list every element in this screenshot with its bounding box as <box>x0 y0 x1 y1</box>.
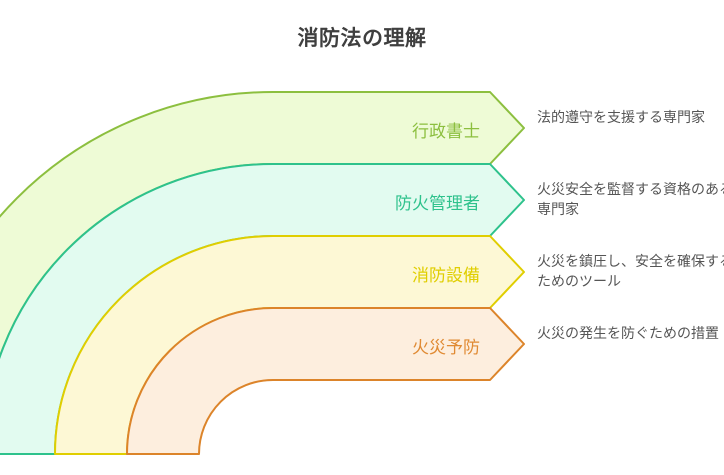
band-description-1: 火災安全を監督する資格のある専門家 <box>537 182 724 218</box>
band-label-0[interactable]: 行政書士 <box>412 122 480 142</box>
band-label-3[interactable]: 火災予防 <box>412 338 480 358</box>
band-description-0: 法的遵守を支援する専門家 <box>537 110 705 126</box>
band-description-2: 火災を鎮圧し、安全を確保するためのツール <box>537 254 724 290</box>
band-label-2[interactable]: 消防設備 <box>412 266 480 286</box>
page-title: 消防法の理解 <box>297 26 427 50</box>
band-label-1[interactable]: 防火管理者 <box>395 194 480 214</box>
funnel-band-3[interactable] <box>126 307 525 455</box>
band-description-3: 火災の発生を防ぐための措置 <box>537 326 719 342</box>
